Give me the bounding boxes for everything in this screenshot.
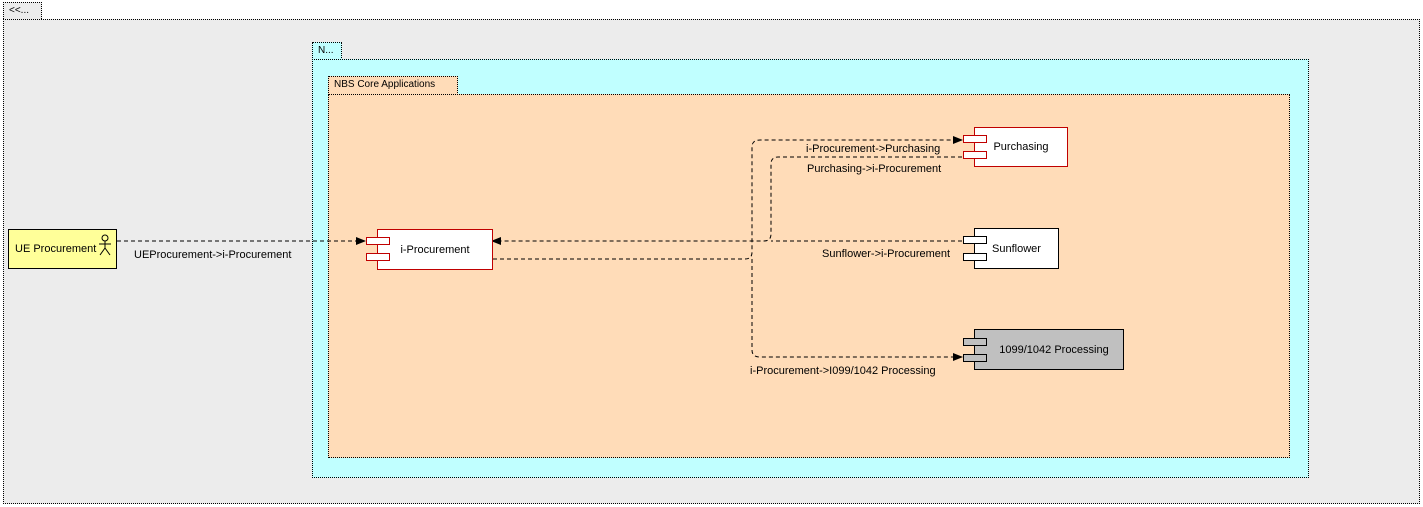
component-port-icon (963, 338, 987, 346)
outer-package-tab[interactable]: <<... (3, 2, 42, 19)
edge-purch-to-iproc[interactable] (491, 156, 962, 245)
actor-ue-procurement[interactable]: UE Procurement (8, 229, 117, 269)
connector-label-iproc-to-purch: i-Procurement->Purchasing (806, 143, 941, 155)
component-port-icon (963, 354, 987, 362)
core-applications-tab[interactable]: NBS Core Applications (328, 76, 458, 95)
edge-iproc-to-1099[interactable] (751, 259, 963, 361)
component-label: Purchasing (993, 141, 1049, 153)
component-sunflower[interactable]: Sunflower (963, 228, 1059, 269)
connector-label-purch-to-iproc: Purchasing->i-Procurement (807, 163, 942, 175)
core-applications-package (328, 94, 1290, 458)
connector-label-ue-to-iproc: UEProcurement->i-Procurement (134, 249, 292, 261)
component-label: 1099/1042 Processing (999, 343, 1109, 356)
nbs-package-tab[interactable]: N... (312, 42, 342, 60)
component-i-procurement[interactable]: i-Procurement (366, 229, 493, 270)
component-port-icon (963, 236, 987, 244)
component-purchasing[interactable]: Purchasing (963, 127, 1068, 167)
component-port-icon (963, 151, 987, 159)
component-port-icon (366, 253, 390, 261)
component-port-icon (963, 253, 987, 261)
component-label: i-Procurement (400, 243, 470, 256)
edge-iproc-to-purch[interactable] (493, 136, 963, 260)
component-1099-1042-processing[interactable]: 1099/1042 Processing (963, 329, 1124, 370)
connector-label-sun-to-iproc: Sunflower->i-Procurement (822, 248, 951, 260)
actor-label: UE Procurement (15, 243, 97, 255)
stick-figure-icon (99, 234, 111, 256)
component-label: Sunflower (992, 242, 1041, 255)
component-port-icon (366, 237, 390, 245)
connector-label-iproc-to-1099: i-Procurement->I099/1042 Processing (750, 365, 936, 377)
component-port-icon (963, 135, 987, 143)
